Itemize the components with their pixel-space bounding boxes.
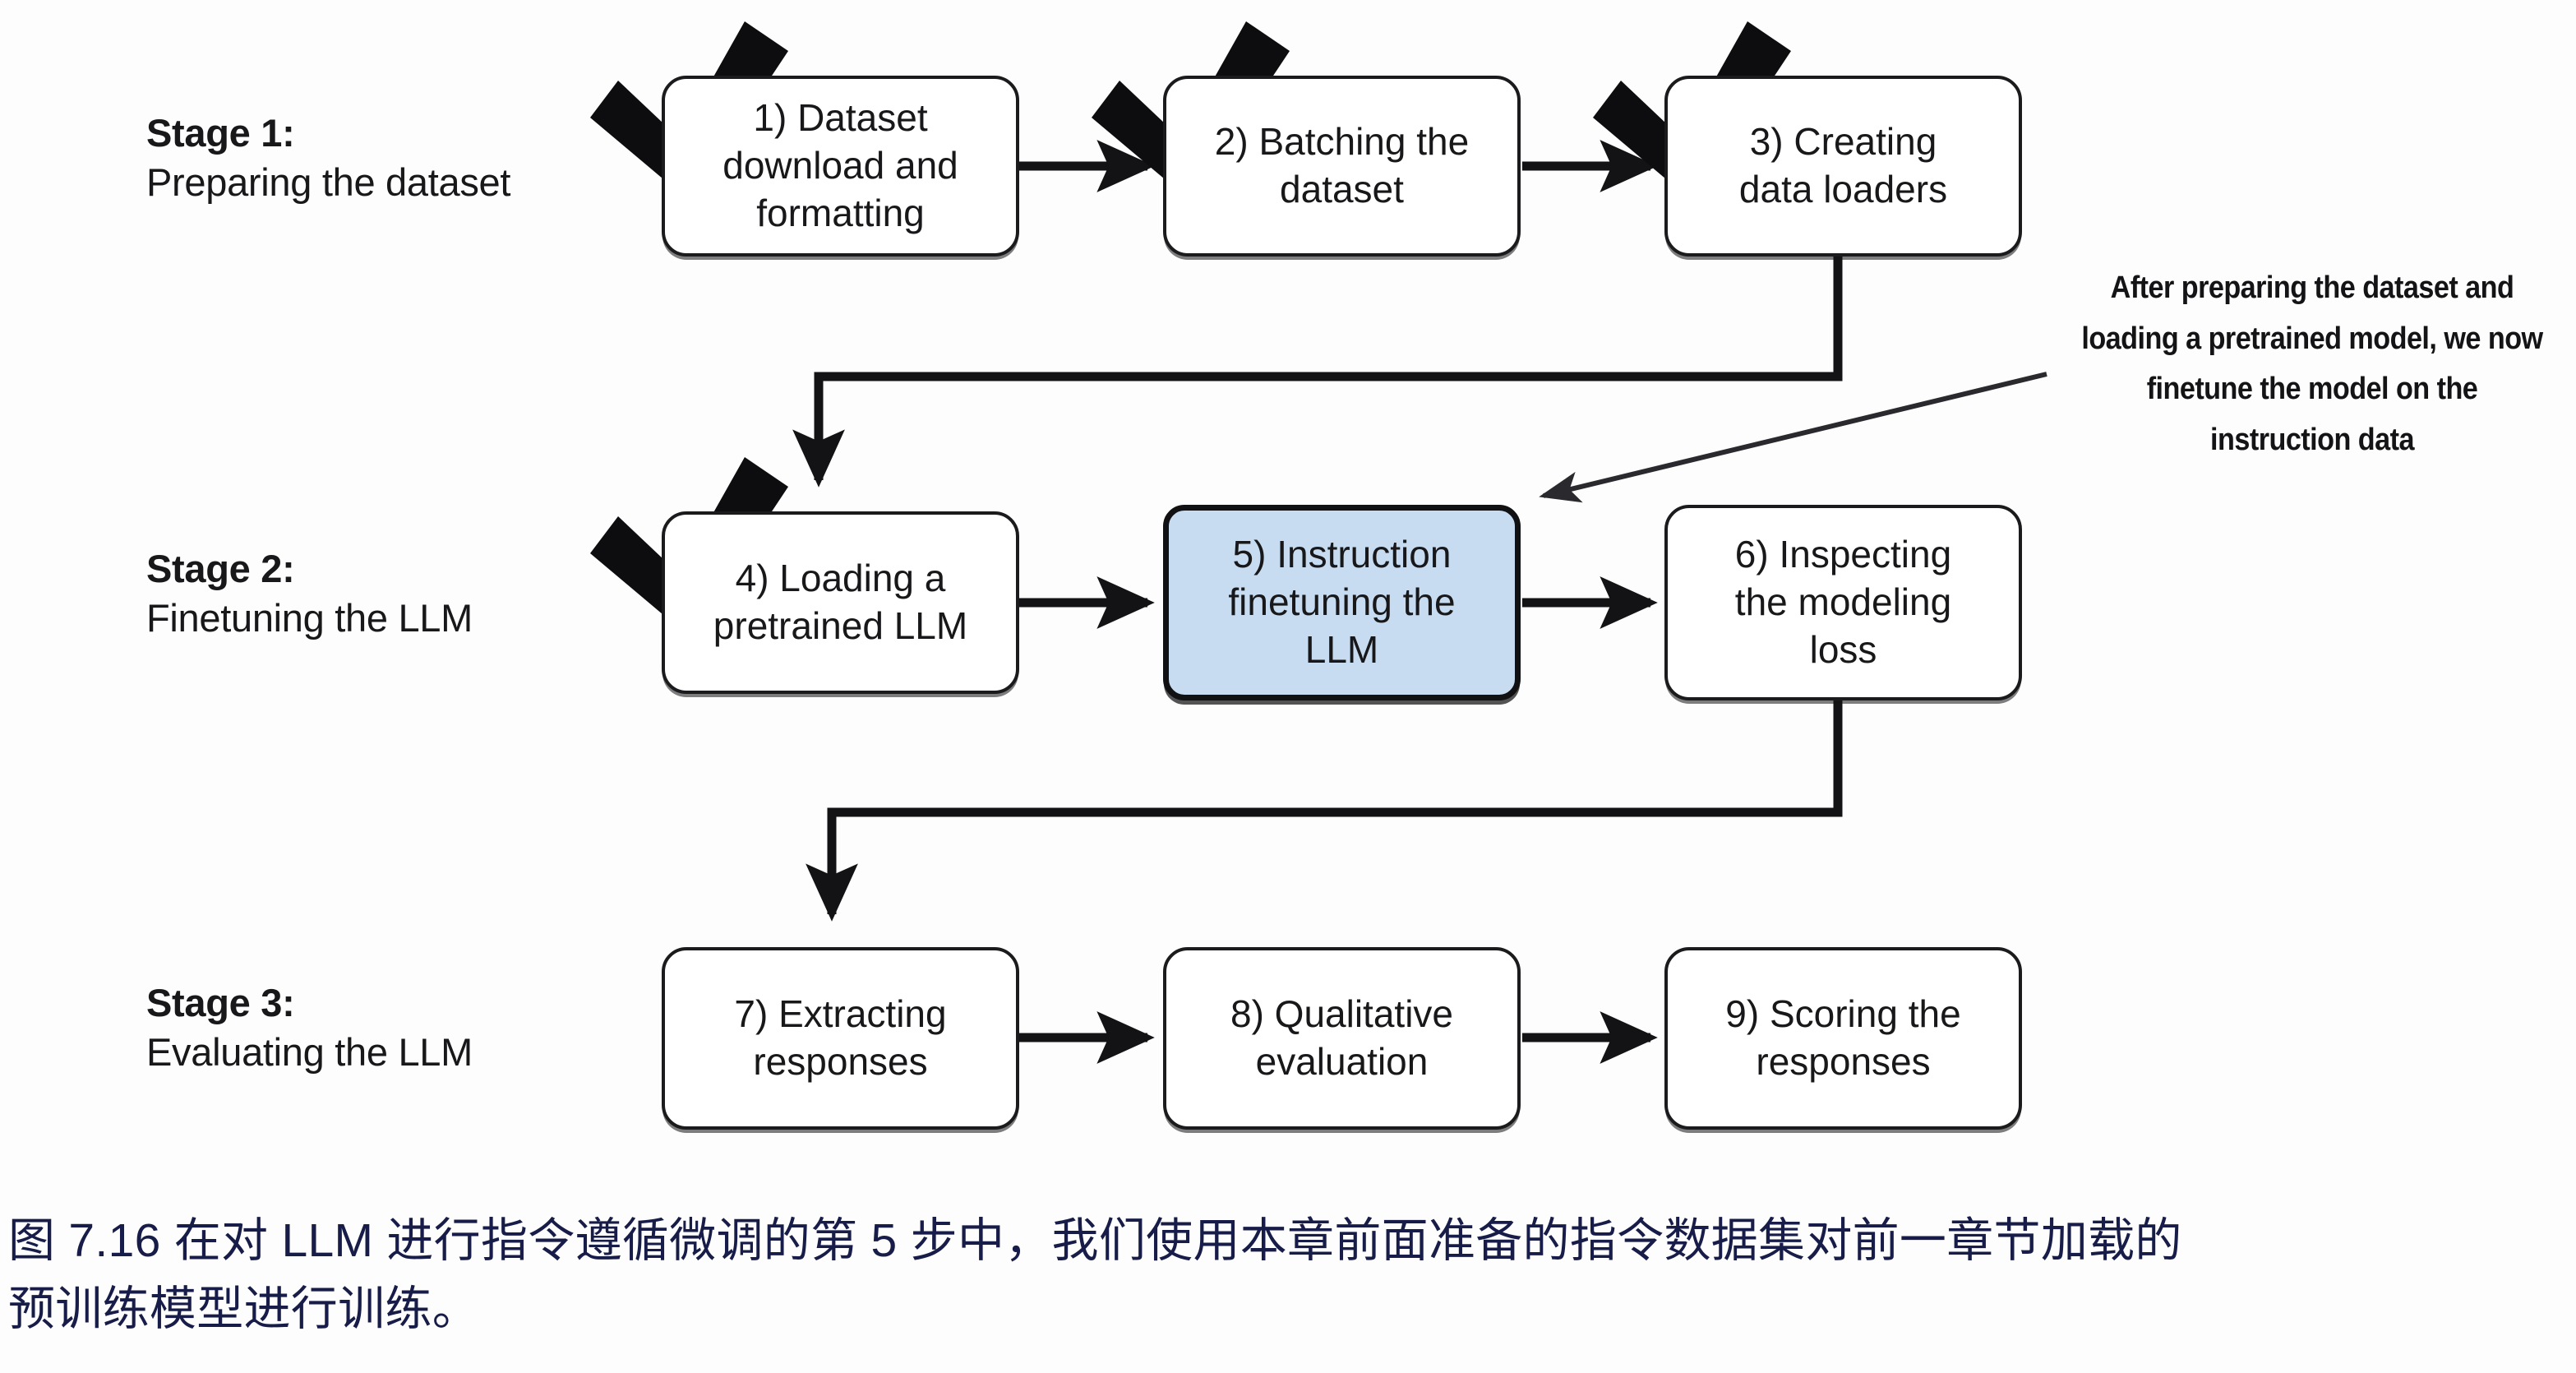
flow-box-step-5-label: 5) Instruction finetuning the LLM xyxy=(1228,533,1456,671)
stage-3-subtitle: Evaluating the LLM xyxy=(146,1030,473,1075)
checkmark-icon-step-1 xyxy=(590,21,788,201)
connector-step6-to-step7 xyxy=(806,696,1843,922)
flow-box-step-7-label: 7) Extracting responses xyxy=(734,992,947,1083)
stage-3-title: Stage 3: xyxy=(146,981,295,1024)
stage-label-2: Stage 2: Finetuning the LLM xyxy=(146,544,473,643)
annotation-line-3: now finetune the model on the xyxy=(2146,321,2543,407)
caption-line-2: 预训练模型进行训练。 xyxy=(8,1283,479,1336)
flow-box-step-7[interactable]: 7) Extracting responses xyxy=(662,947,1019,1130)
annotation-pointer-arrow xyxy=(1539,372,2047,503)
flow-box-step-3-label: 3) Creating data loaders xyxy=(1738,120,1948,210)
flow-box-step-4[interactable]: 4) Loading a pretrained LLM xyxy=(662,511,1019,694)
stage-label-1: Stage 1: Preparing the dataset xyxy=(146,109,510,207)
stage-label-3: Stage 3: Evaluating the LLM xyxy=(146,978,473,1077)
annotation-line-2: loading a pretrained model, we xyxy=(2081,321,2481,356)
flow-box-step-8[interactable]: 8) Qualitative evaluation xyxy=(1163,947,1521,1130)
flow-box-step-9[interactable]: 9) Scoring the responses xyxy=(1664,947,2022,1130)
flow-box-step-4-label: 4) Loading a pretrained LLM xyxy=(713,557,968,647)
connector-step3-to-step4 xyxy=(792,257,1843,488)
checkmark-icon-step-4 xyxy=(590,457,788,636)
figure-caption: 图 7.16 在对 LLM 进行指令遵循微调的第 5 步中，我们使用本章前面准备… xyxy=(8,1207,2564,1343)
stage-2-title: Stage 2: xyxy=(146,547,295,590)
flow-box-step-9-label: 9) Scoring the responses xyxy=(1725,992,1961,1083)
flow-box-step-6[interactable]: 6) Inspecting the modeling loss xyxy=(1664,505,2022,700)
stage-1-subtitle: Preparing the dataset xyxy=(146,160,511,205)
flow-box-step-3[interactable]: 3) Creating data loaders xyxy=(1664,76,2022,257)
stage-1-title: Stage 1: xyxy=(146,111,295,155)
stage-2-subtitle: Finetuning the LLM xyxy=(146,596,473,640)
flow-box-step-5[interactable]: 5) Instruction finetuning the LLM xyxy=(1163,505,1521,700)
flow-box-step-2-label: 2) Batching the dataset xyxy=(1214,120,1470,210)
checkmark-icon-step-3 xyxy=(1593,21,1791,201)
annotation-note: After preparing the dataset and loading … xyxy=(2080,263,2546,465)
flow-box-step-1[interactable]: 1) Dataset download and formatting xyxy=(662,76,1019,257)
annotation-line-1: After preparing the dataset and xyxy=(2110,270,2514,305)
caption-line-1: 图 7.16 在对 LLM 进行指令遵循微调的第 5 步中，我们使用本章前面准备… xyxy=(8,1214,2182,1267)
annotation-line-4: instruction data xyxy=(2210,422,2414,457)
checkmark-icon-step-2 xyxy=(1092,21,1290,201)
flow-box-step-2[interactable]: 2) Batching the dataset xyxy=(1163,76,1521,257)
flow-box-step-8-label: 8) Qualitative evaluation xyxy=(1230,992,1453,1083)
flow-box-step-6-label: 6) Inspecting the modeling loss xyxy=(1734,533,1952,671)
flow-box-step-1-label: 1) Dataset download and formatting xyxy=(722,96,958,234)
